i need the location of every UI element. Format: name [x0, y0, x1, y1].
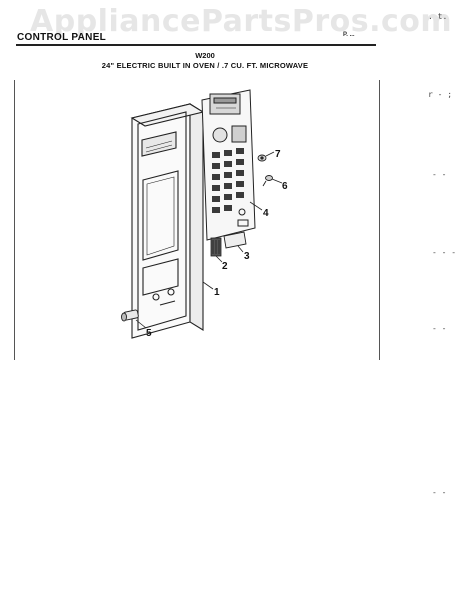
callout-5: 5 [146, 328, 152, 339]
model-number: W200 [195, 51, 215, 60]
callout-2: 2 [222, 261, 228, 272]
watermark: AppliancePartsPros.com [30, 4, 453, 39]
ribbon-connector [210, 237, 222, 257]
margin-mark: - - - [432, 248, 457, 257]
leader-lines [135, 151, 283, 329]
margin-mark: - - [432, 170, 447, 179]
margin-mark: - - [432, 488, 447, 497]
door-button [121, 309, 139, 322]
margin-mark: r - ; r [428, 90, 458, 99]
section-title: CONTROL PANEL [17, 32, 107, 43]
screw [262, 175, 273, 187]
callout-6: 6 [282, 181, 288, 192]
front-panel [130, 103, 205, 339]
callout-3: 3 [244, 251, 250, 262]
page-ref: P. ... [343, 32, 355, 38]
title-rule [16, 44, 376, 46]
callout-7: 7 [275, 149, 281, 160]
callout-1: 1 [214, 287, 220, 298]
model-description: 24" ELECTRIC BUILT IN OVEN / .7 CU. FT. … [101, 61, 309, 70]
frame-border-left [14, 80, 15, 360]
margin-mark: - - [432, 324, 447, 333]
callout-4: 4 [263, 208, 269, 219]
frame-border-right [379, 80, 380, 360]
control-board [201, 89, 256, 241]
margin-mark: . t. [428, 12, 448, 21]
control-board-bracket [223, 231, 247, 249]
nut [257, 154, 267, 162]
